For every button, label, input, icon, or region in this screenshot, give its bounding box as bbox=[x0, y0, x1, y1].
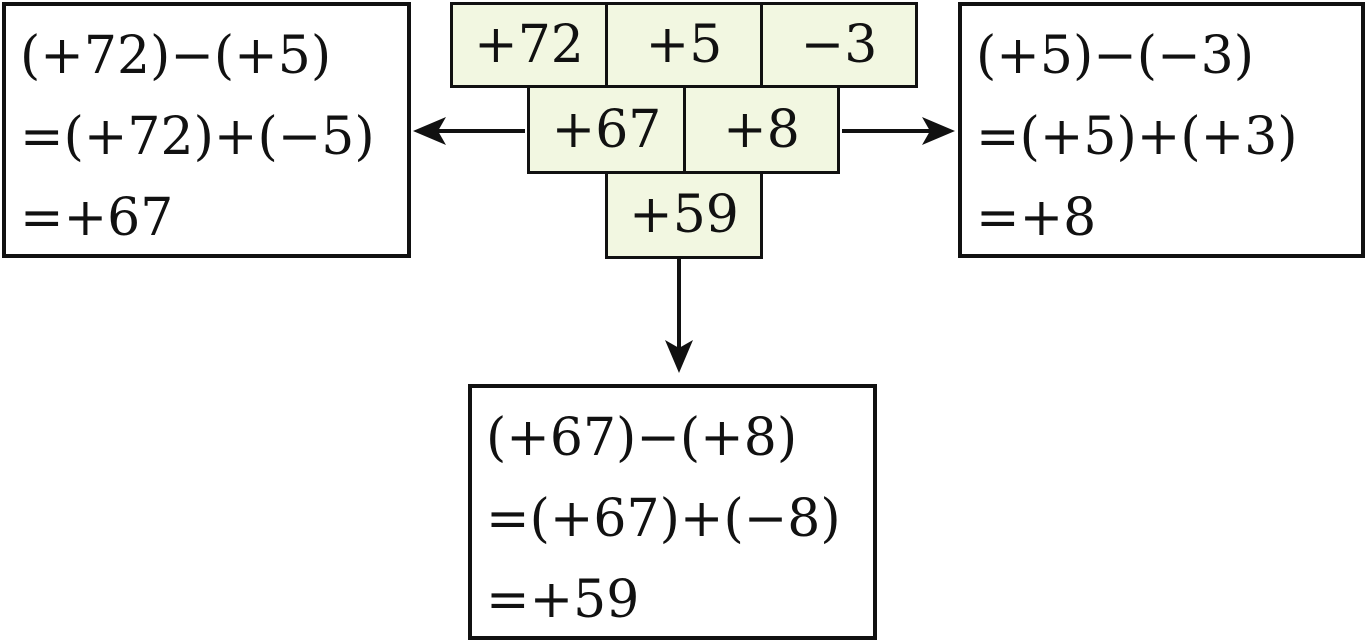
right-calculation-box: (+5)−(−3) =(+5)+(+3) =+8 bbox=[958, 2, 1365, 258]
pyramid-cell-r1-c3: −3 bbox=[760, 2, 918, 88]
left-calc-line-1: (+72)−(+5) bbox=[20, 26, 332, 86]
bottom-calc-line-3: =+59 bbox=[486, 570, 640, 630]
left-calc-line-2: =(+72)+(−5) bbox=[20, 107, 375, 167]
pyramid-cell-r3-c1: +59 bbox=[605, 171, 763, 259]
pyramid-cell-r2-c2: +8 bbox=[683, 85, 840, 174]
pyramid-cell-r1-c1: +72 bbox=[450, 2, 608, 88]
bottom-calc-line-1: (+67)−(+8) bbox=[486, 408, 798, 468]
bottom-calculation-box: (+67)−(+8) =(+67)+(−8) =+59 bbox=[468, 384, 877, 640]
right-calc-line-2: =(+5)+(+3) bbox=[976, 107, 1298, 167]
left-calc-line-3: =+67 bbox=[20, 188, 174, 248]
arrow-head-right-icon bbox=[922, 117, 955, 145]
arrow-head-down-icon bbox=[665, 340, 693, 373]
right-calc-line-3: =+8 bbox=[976, 188, 1097, 248]
left-calculation-box: (+72)−(+5) =(+72)+(−5) =+67 bbox=[2, 2, 411, 258]
pyramid-cell-r2-c1: +67 bbox=[527, 85, 686, 174]
bottom-calc-line-2: =(+67)+(−8) bbox=[486, 489, 841, 549]
right-calc-line-1: (+5)−(−3) bbox=[976, 26, 1255, 86]
arrow-head-left-icon bbox=[413, 117, 446, 145]
